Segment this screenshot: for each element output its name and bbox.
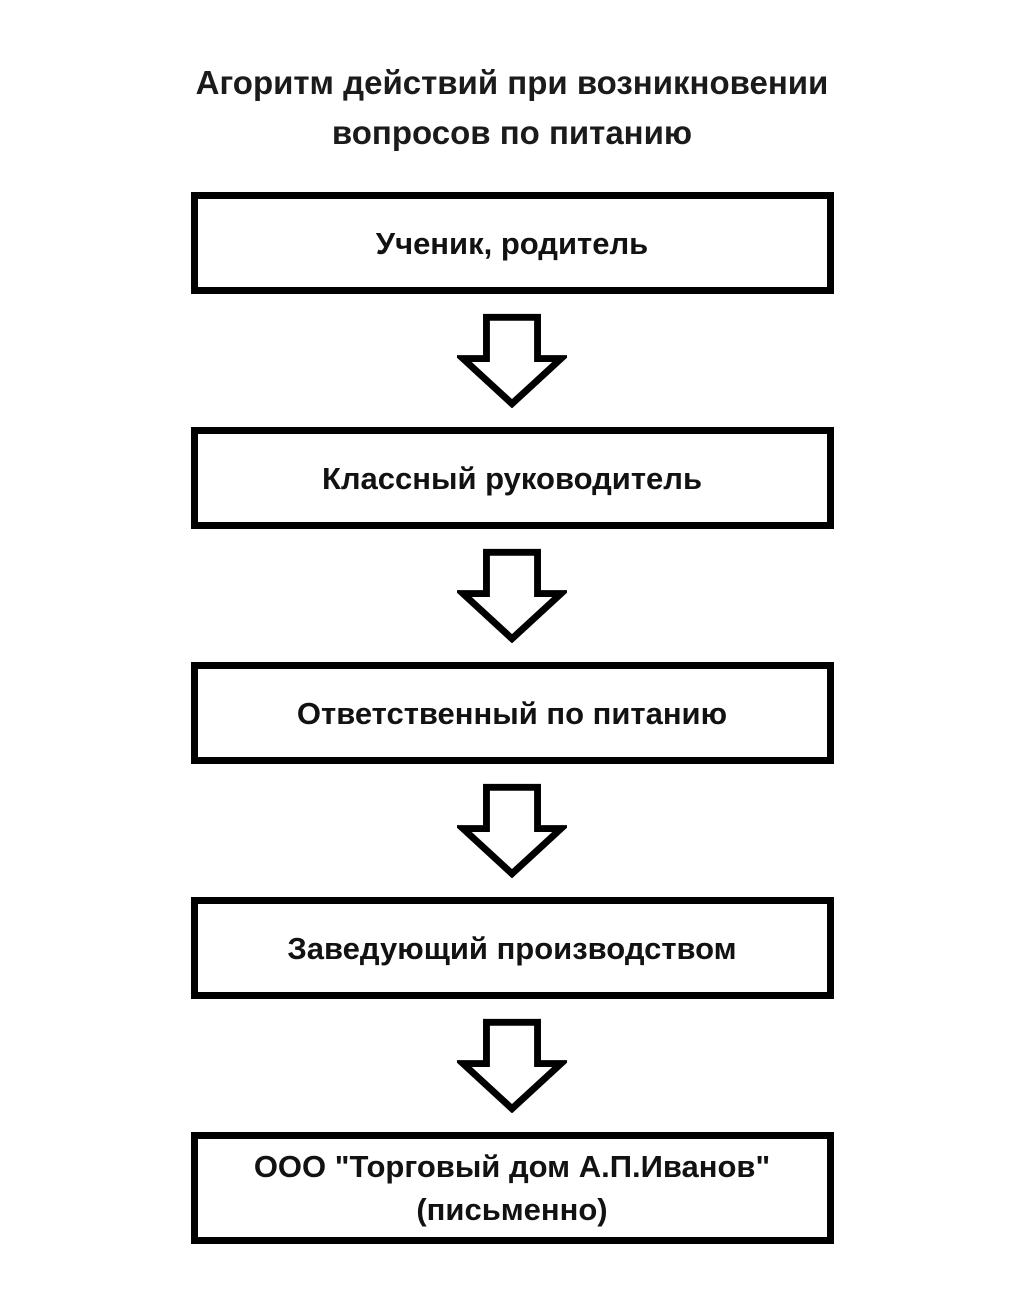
flow-step-label-line1: ООО "Торговый дом А.П.Иванов" (253, 1149, 771, 1184)
flow-step-label: Ответственный по питанию (296, 695, 728, 731)
flow-step-production-manager: Заведующий производством (190, 897, 834, 999)
flow-step-trading-house: ООО "Торговый дом А.П.Иванов" (письменно… (190, 1132, 834, 1244)
down-block-arrow-icon (457, 783, 567, 878)
down-block-arrow-icon (457, 313, 567, 408)
page-title: Агоритм действий при возникновении вопро… (62, 58, 962, 158)
flow-step-label-line2: (письменно) (416, 1192, 608, 1227)
flow-step-class-teacher: Классный руководитель (190, 427, 834, 529)
flow-step-nutrition-officer: Ответственный по питанию (190, 662, 834, 764)
page-title-line2: вопросов по питанию (331, 114, 693, 151)
flowchart: Ученик, родитель Классный руководитель О… (0, 192, 1024, 1244)
flow-step-label: Заведующий производством (287, 930, 737, 966)
flow-step-label: Ученик, родитель (375, 225, 649, 261)
flow-step-student-parent: Ученик, родитель (190, 192, 834, 294)
page-title-line1: Агоритм действий при возникновении (195, 64, 829, 101)
down-block-arrow-icon (457, 548, 567, 643)
flow-step-label: Классный руководитель (321, 460, 703, 496)
down-block-arrow-icon (457, 1018, 567, 1113)
